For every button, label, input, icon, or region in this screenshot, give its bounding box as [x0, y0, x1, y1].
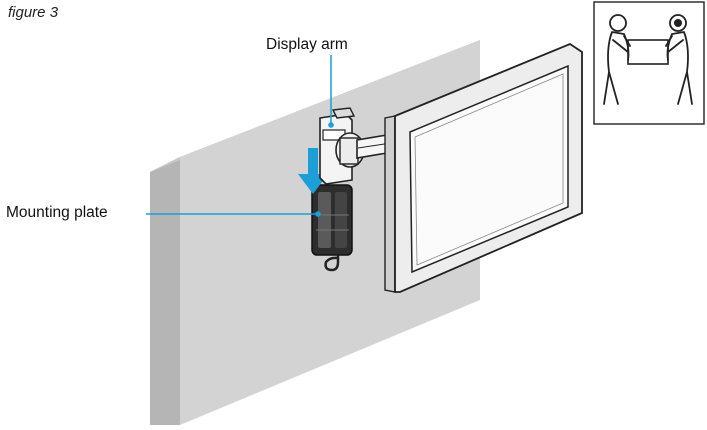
callout-line-mounting-plate: [146, 211, 321, 217]
display-monitor: [384, 42, 583, 293]
mounting-plate: [311, 184, 353, 272]
display-arm-label: Display arm: [266, 36, 348, 53]
callout-line-display-arm: [328, 55, 334, 128]
figure-caption: figure 3: [8, 4, 59, 21]
mounting-plate-label: Mounting plate: [6, 204, 108, 221]
two-person-lift-icon: [593, 1, 705, 125]
